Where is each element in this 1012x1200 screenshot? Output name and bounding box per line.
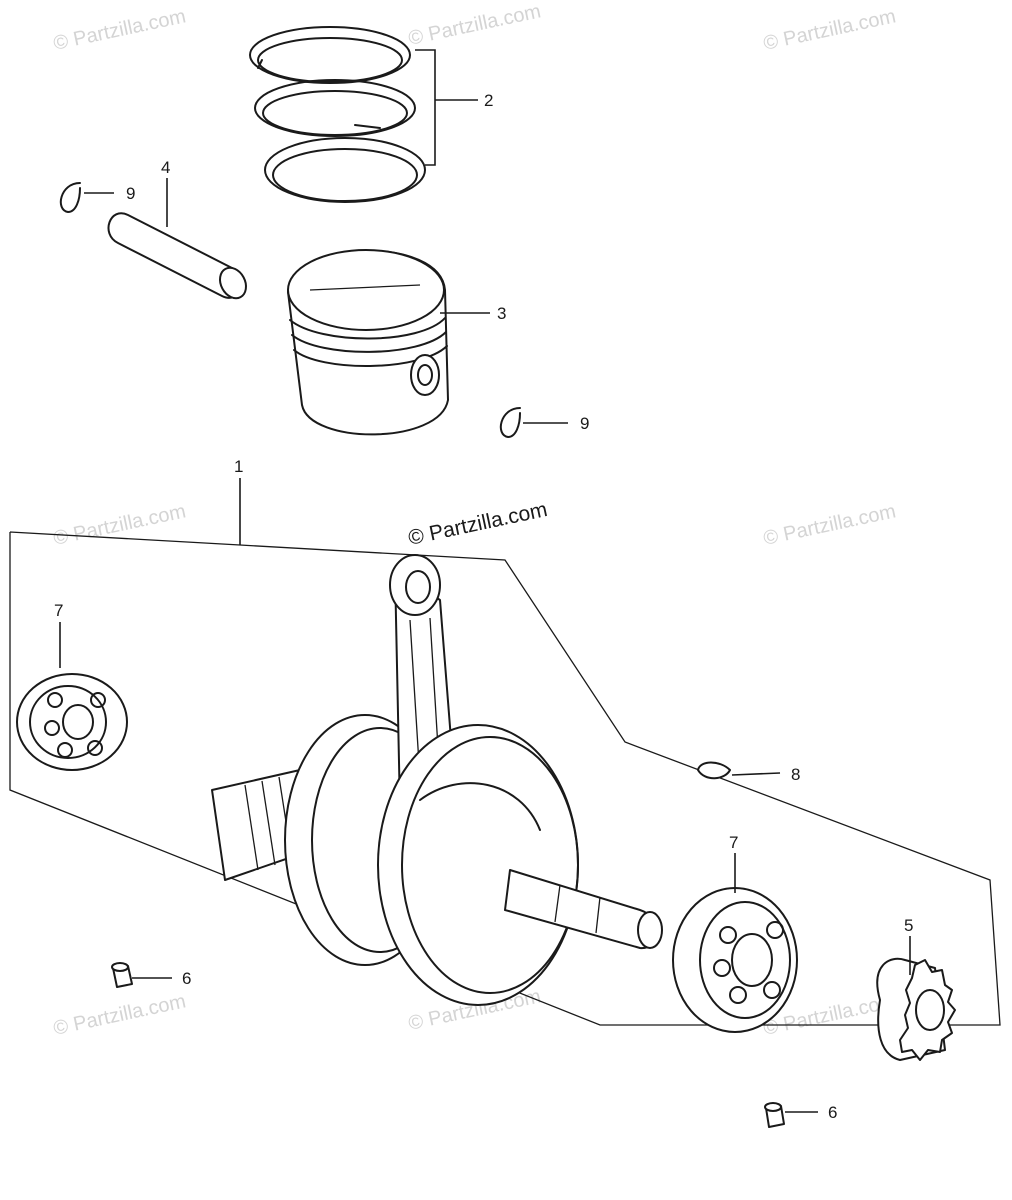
piston-pin-clip-right [499,407,521,438]
callout-4: 4 [161,158,170,177]
watermark-mid-left: © Partzilla.com [51,500,187,550]
callout-8-leader [731,772,781,776]
callout-6-bottom: 6 [828,1103,837,1122]
callout-3: 3 [497,304,506,323]
watermark-center: © Partzilla.com [406,498,549,550]
callout-6-left: 6 [182,969,191,988]
crankshaft [211,554,663,1006]
watermark-bottom-left: © Partzilla.com [51,990,187,1040]
bearing-right [672,887,798,1033]
crankshaft-assembly-outline [9,531,1001,1026]
callout-9-right: 9 [580,414,589,433]
callout-7-right: 7 [729,833,738,852]
callout-5: 5 [904,916,913,935]
woodruff-key [697,761,731,780]
watermark-top-center: © Partzilla.com [406,0,542,50]
watermark-top-right: © Partzilla.com [761,5,897,55]
piston-pin-clip-top [59,182,81,213]
piston-pin [107,212,247,300]
callout-8: 8 [791,765,800,784]
callout-1: 1 [234,457,243,476]
callout-2: 2 [484,91,493,110]
callout-2-bracket [415,49,436,166]
piston [287,249,449,436]
dowel-pin-bottom [764,1102,785,1128]
callout-9-top: 9 [126,184,135,203]
timing-sprocket [876,957,956,1061]
watermark-mid-right: © Partzilla.com [761,500,897,550]
callout-7-left: 7 [54,601,63,620]
watermark-top-left: © Partzilla.com [51,5,187,55]
piston-rings [249,26,426,203]
dowel-pin-left [111,962,133,988]
bearing-left [16,673,128,771]
